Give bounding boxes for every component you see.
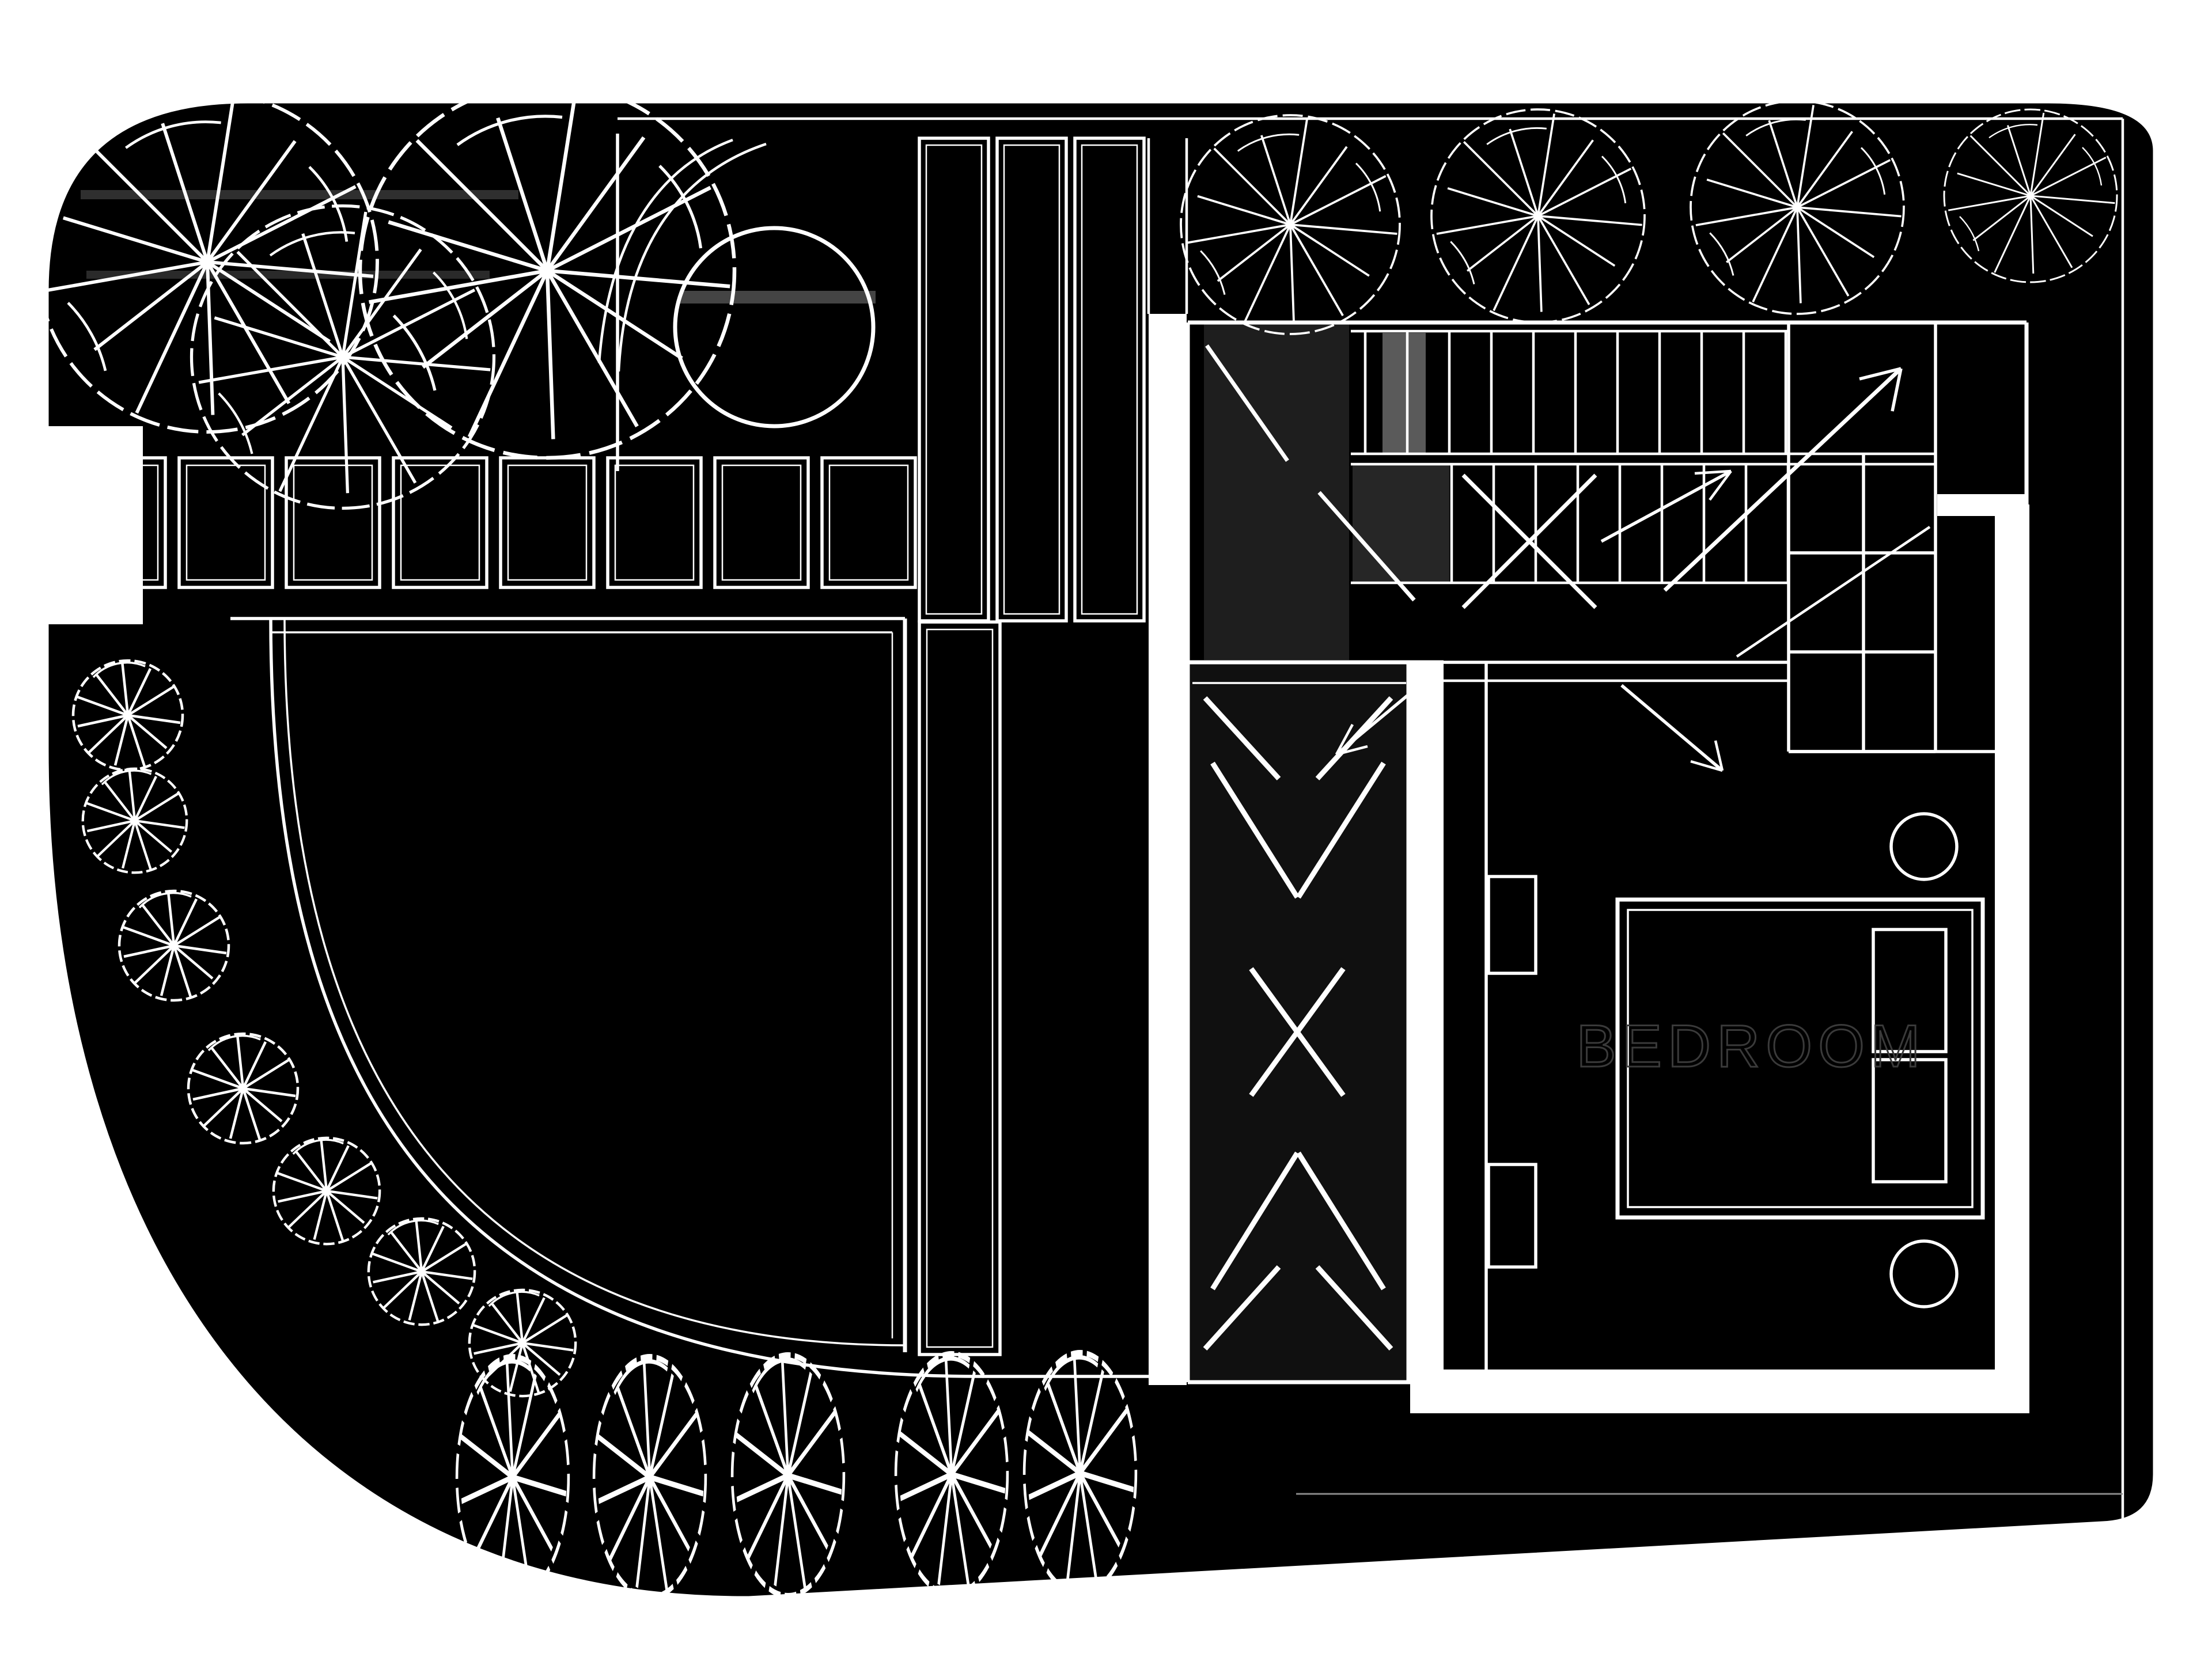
- planter-box-inner: [293, 464, 373, 581]
- bed: [1615, 897, 1985, 1220]
- arrival-arrow-right: [1620, 684, 1724, 772]
- door-swing-arc: [60, 523, 143, 615]
- shaft-v-braces: [1210, 761, 1386, 1291]
- panel-inner: [1081, 144, 1138, 615]
- planter-box-inner: [721, 464, 802, 581]
- glass-panels: [918, 136, 1146, 623]
- winder-stairs: [1736, 323, 1937, 753]
- side-table: [1889, 1239, 1959, 1308]
- planter-box: [285, 456, 381, 589]
- door-jamb: [1487, 1163, 1537, 1269]
- bedroom-area: BEDROOM: [1484, 662, 1985, 1382]
- bedroom-label: BEDROOM: [1576, 1013, 1926, 1080]
- planter-box: [177, 456, 274, 589]
- south-wall-band: [1410, 1370, 2029, 1413]
- planter-box: [606, 456, 703, 589]
- planter-box: [70, 456, 167, 589]
- site-boundary-outline: [43, 98, 2158, 1602]
- staircase: [1188, 323, 1937, 772]
- door-jamb: [1487, 875, 1537, 975]
- planter-row: [70, 456, 917, 589]
- corridor-wall-lines-upper: [1147, 138, 1188, 314]
- corridor-wall-band: [1149, 314, 1187, 1385]
- shaft-walls: [1188, 660, 1444, 1384]
- pillow: [1872, 928, 1948, 1053]
- planter-box: [392, 456, 488, 589]
- stair-tread-shade: [1382, 333, 1426, 453]
- site-boundary: [46, 101, 2156, 1599]
- panel: [995, 136, 1068, 623]
- round-planter: [673, 226, 876, 428]
- stair-void-diagonals: [1205, 344, 1416, 602]
- winder-diagonal: [1736, 526, 1931, 658]
- shaft-east-wall-band: [1410, 662, 1444, 1385]
- direction-arrow-up: [1663, 367, 1903, 592]
- panel-inner: [925, 144, 983, 615]
- door-swing-arc: [60, 435, 143, 525]
- entrance-door: [55, 435, 143, 615]
- mattress: [1627, 909, 1974, 1208]
- winder-grid: [1787, 323, 1937, 753]
- panel: [1073, 136, 1146, 623]
- walkway-inner-curve: [283, 618, 906, 1346]
- planter-box-inner: [185, 464, 266, 581]
- stair-void: [1204, 324, 1349, 660]
- shaft-corner-diagonals: [1203, 696, 1393, 1351]
- stair-landing-shade: [1353, 465, 1449, 582]
- stair-rail-lines: [1351, 329, 1936, 585]
- door-meet-tick: [55, 513, 73, 534]
- planter-box-inner: [78, 464, 159, 581]
- panel: [918, 136, 990, 623]
- walkway-outer-curve: [269, 618, 1188, 1378]
- planter-box-inner: [507, 464, 588, 581]
- east-wall-band: [1995, 504, 2029, 1413]
- corridor-strip-inner: [926, 628, 994, 1348]
- planter-box-inner: [400, 464, 480, 581]
- pillow: [1872, 1058, 1948, 1183]
- planter-box: [713, 456, 810, 589]
- shaft-cross-brace: [1249, 967, 1346, 1097]
- entrance-recess: [46, 426, 143, 624]
- planter-box-inner: [828, 464, 909, 581]
- panel-inner: [1003, 144, 1060, 615]
- side-table: [1889, 812, 1959, 881]
- elevator-shaft: [1188, 660, 1444, 1384]
- planter-box: [820, 456, 917, 589]
- planter-box-inner: [614, 464, 695, 581]
- cross-brace: [1461, 473, 1597, 609]
- direction-arrow-mid: [1600, 469, 1732, 543]
